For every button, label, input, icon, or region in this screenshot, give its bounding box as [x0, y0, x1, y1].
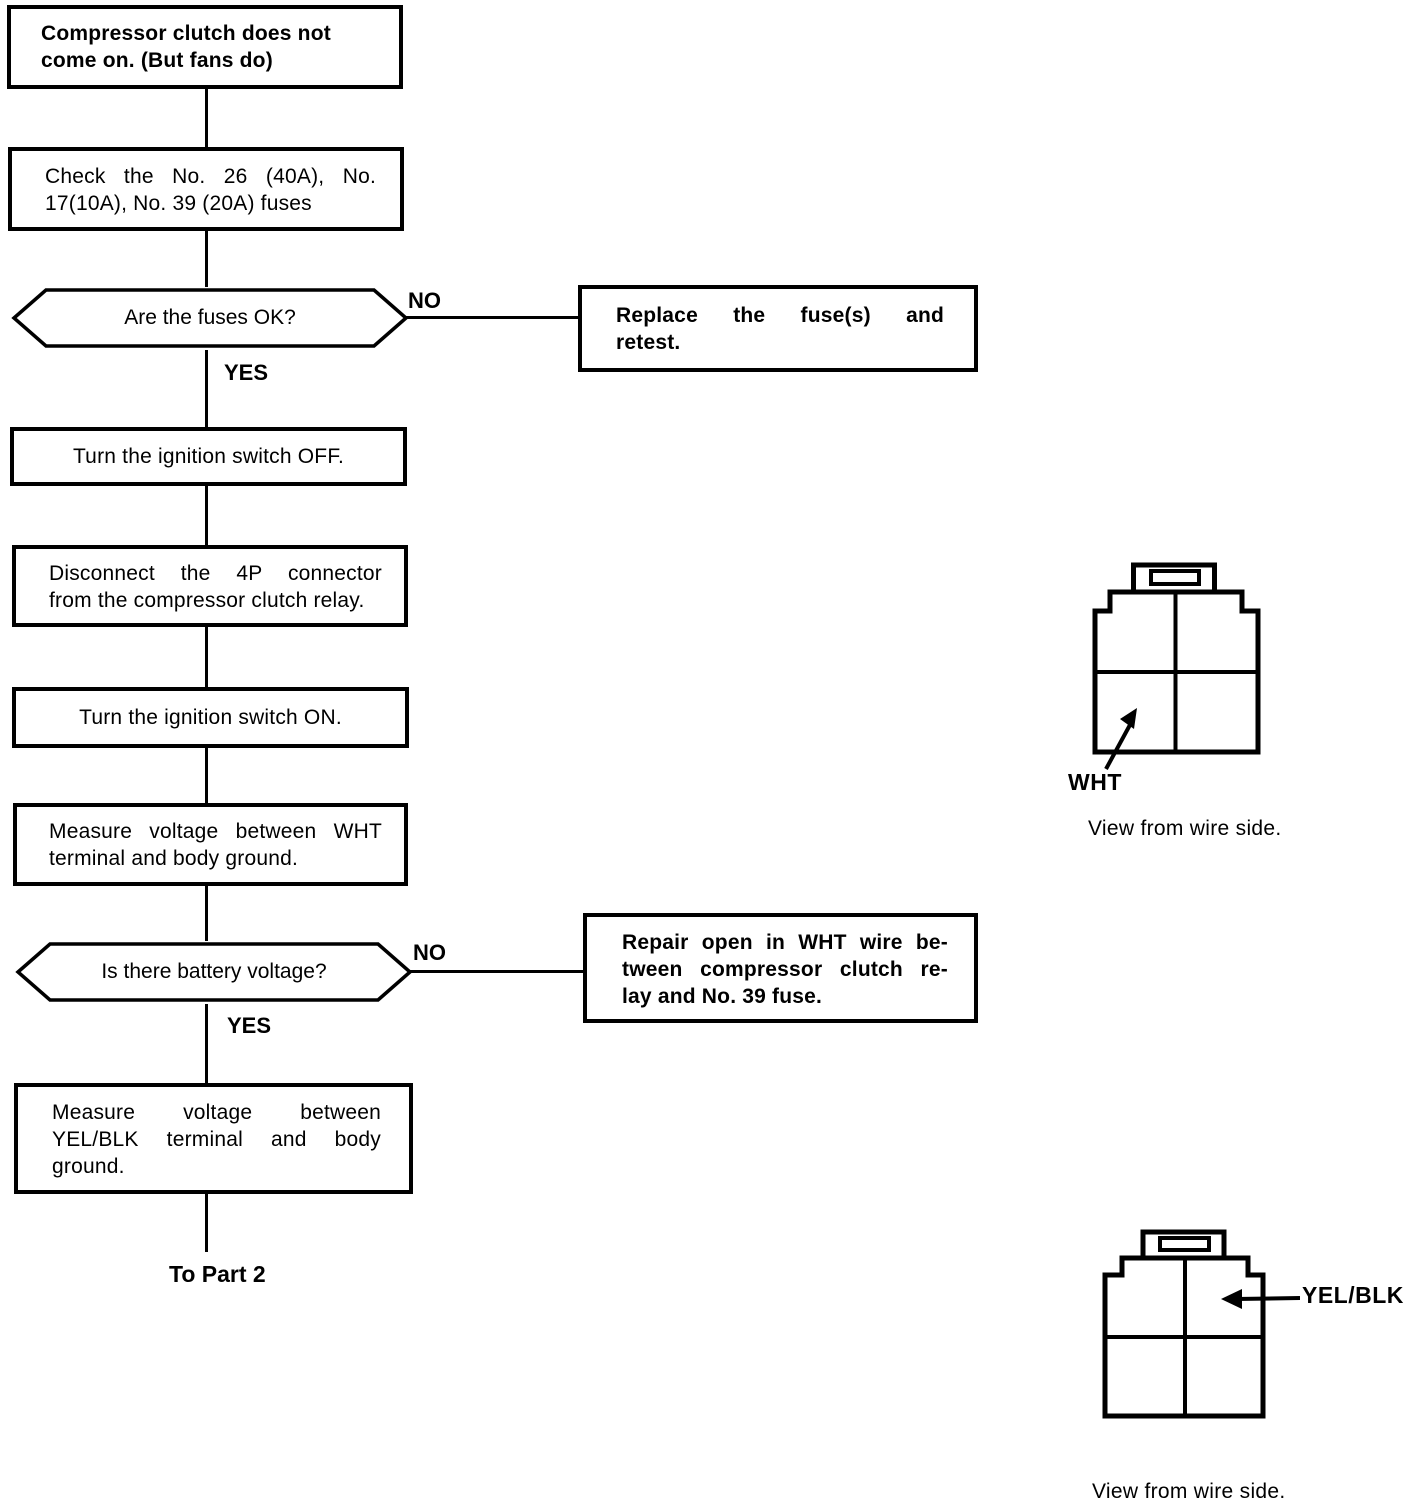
decision-battery-yes-label: YES [227, 1013, 272, 1038]
decision-battery-no-label: NO [413, 940, 446, 965]
flow-line [205, 886, 208, 941]
wht-connector-caption: View from wire side. [1088, 817, 1282, 840]
measure-wht-box: Measure voltage between WHT terminal and… [13, 803, 408, 886]
measure-wht-line1: Measure voltage between WHT [49, 820, 382, 843]
repair-wht-line3: lay and No. 39 fuse. [622, 985, 823, 1008]
flow-line [406, 316, 578, 319]
yelblk-connector-diagram [1102, 1229, 1300, 1419]
flow-line [205, 231, 208, 287]
check-fuses-box: Check the No. 26 (40A), No. 17(10A), No.… [8, 147, 404, 231]
ignition-off-text: Turn the ignition switch OFF. [72, 445, 345, 468]
measure-yelblk-line2: YEL/BLK terminal and body [52, 1128, 381, 1151]
start-box: Compressor clutch does not come on. (But… [7, 5, 403, 89]
disconnect-connector-box: Disconnect the 4P connector from the com… [12, 545, 408, 627]
wht-terminal-arrow-icon [1104, 708, 1137, 770]
decision-battery-question: Is there battery voltage? [101, 960, 327, 983]
decision-fuses-hexagon: Are the fuses OK? [10, 286, 410, 350]
repair-wht-line1: Repair open in WHT wire be- [622, 931, 948, 954]
measure-yelblk-line1: Measure voltage between [52, 1101, 381, 1124]
replace-fuses-line2: retest. [616, 331, 681, 354]
repair-wht-box: Repair open in WHT wire be- tween compre… [583, 913, 978, 1023]
wht-terminal-label: WHT [1068, 769, 1122, 795]
measure-wht-line2: terminal and body ground. [49, 847, 298, 870]
flow-line [205, 350, 208, 427]
flow-line [205, 89, 208, 147]
decision-battery-hexagon: Is there battery voltage? [14, 940, 414, 1004]
yelblk-terminal-label: YEL/BLK [1302, 1282, 1404, 1308]
check-fuses-line2: 17(10A), No. 39 (20A) fuses [45, 192, 312, 215]
decision-fuses-yes-label: YES [224, 360, 269, 385]
flow-line [205, 486, 208, 545]
yelblk-connector-caption: View from wire side. [1092, 1480, 1286, 1503]
measure-yelblk-line3: ground. [52, 1155, 125, 1178]
flow-line [205, 748, 208, 803]
to-part-2-label: To Part 2 [169, 1261, 266, 1287]
wht-connector-diagram [1092, 562, 1261, 770]
decision-fuses-no-label: NO [408, 288, 441, 313]
disconnect-line1: Disconnect the 4P connector [49, 562, 382, 585]
start-box-line1: Compressor clutch does not [41, 22, 331, 45]
yelblk-terminal-arrow-icon [1221, 1289, 1300, 1309]
ignition-on-box: Turn the ignition switch ON. [12, 687, 409, 748]
repair-wht-line2: tween compressor clutch re- [622, 958, 948, 981]
ignition-on-text: Turn the ignition switch ON. [79, 706, 342, 729]
measure-yelblk-box: Measure voltage between YEL/BLK terminal… [14, 1083, 413, 1194]
replace-fuses-box: Replace the fuse(s) and retest. [578, 285, 978, 372]
flow-line [205, 1004, 208, 1083]
flow-line [205, 1194, 208, 1252]
start-box-line2: come on. (But fans do) [41, 49, 273, 72]
replace-fuses-line1: Replace the fuse(s) and [616, 304, 944, 327]
disconnect-line2: from the compressor clutch relay. [49, 589, 365, 612]
decision-fuses-question: Are the fuses OK? [124, 306, 296, 329]
flow-line [205, 627, 208, 687]
flow-line [410, 970, 583, 973]
check-fuses-line1: Check the No. 26 (40A), No. [45, 165, 376, 188]
ignition-off-box: Turn the ignition switch OFF. [10, 427, 407, 486]
